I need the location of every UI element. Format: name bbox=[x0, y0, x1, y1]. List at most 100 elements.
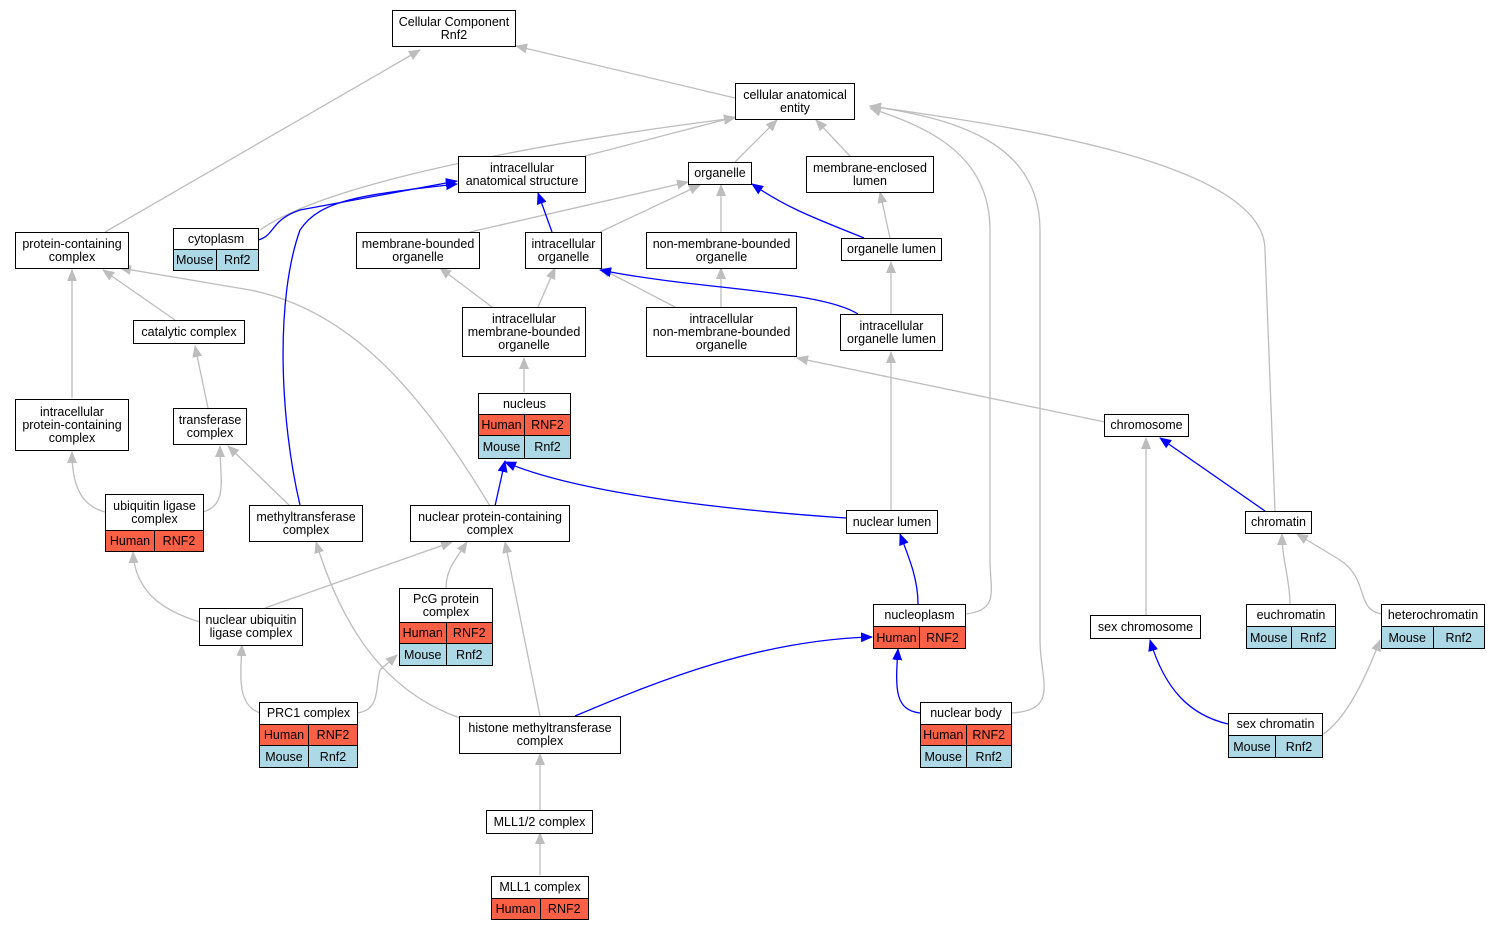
gene-row-sexchromatin-mouse: Mouse Rnf2 bbox=[1228, 735, 1323, 758]
edge-prc1-nulc bbox=[236, 644, 261, 714]
node-intracellular-organelle-lumen[interactable]: intracellular organelle lumen bbox=[840, 314, 943, 351]
gene-symbol: RNF2 bbox=[524, 415, 570, 435]
gene-row-nucleus-human: Human RNF2 bbox=[478, 414, 571, 436]
edge-mtc-transferase bbox=[227, 445, 291, 507]
node-protein-containing-complex[interactable]: protein-containing complex bbox=[15, 232, 129, 269]
node-intracellular-membrane-bounded-organelle[interactable]: intracellular membrane-bounded organelle bbox=[462, 307, 586, 357]
node-chromatin[interactable]: chromatin bbox=[1245, 511, 1312, 534]
edge-nulc-ulc bbox=[128, 551, 201, 623]
node-pcg-protein-complex[interactable]: PcG protein complex bbox=[399, 588, 493, 623]
node-mll1-complex[interactable]: MLL1 complex bbox=[491, 876, 589, 899]
node-catalytic-complex[interactable]: catalytic complex bbox=[133, 320, 245, 344]
edge-npcc-pcc bbox=[119, 264, 491, 507]
node-organelle-lumen[interactable]: organelle lumen bbox=[841, 238, 942, 261]
species-label: Human bbox=[874, 627, 919, 648]
species-label: Human bbox=[921, 725, 966, 745]
node-prc1-complex[interactable]: PRC1 complex bbox=[259, 702, 358, 725]
edge-ol-organelle bbox=[751, 183, 865, 239]
gene-symbol: RNF2 bbox=[445, 623, 492, 643]
gene-symbol: Rnf2 bbox=[445, 644, 492, 665]
node-mll12-complex[interactable]: MLL1/2 complex bbox=[486, 810, 593, 834]
edge-nbody-nucleoplasm bbox=[892, 648, 921, 714]
node-membrane-bounded-organelle[interactable]: membrane-bounded organelle bbox=[356, 232, 480, 269]
node-intracellular-anatomical-structure[interactable]: intracellular anatomical structure bbox=[458, 156, 586, 193]
node-cellular-component-root[interactable]: Cellular Component Rnf2 bbox=[392, 10, 516, 47]
gene-symbol: RNF2 bbox=[539, 899, 588, 919]
node-histone-methyltransferase-complex[interactable]: histone methyltransferase complex bbox=[459, 716, 621, 754]
node-transferase-complex[interactable]: transferase complex bbox=[173, 408, 247, 445]
node-organelle[interactable]: organelle bbox=[688, 162, 752, 185]
gene-row-cytoplasm-mouse: Mouse Rnf2 bbox=[173, 249, 259, 271]
node-nuclear-protein-containing-complex[interactable]: nuclear protein-containing complex bbox=[410, 505, 570, 542]
edge-nbody-cae bbox=[869, 102, 1045, 714]
node-nucleoplasm[interactable]: nucleoplasm bbox=[873, 604, 966, 627]
edge-chromosome-inmbo bbox=[796, 355, 1106, 423]
species-label: Mouse bbox=[1382, 627, 1433, 648]
edge-mbo-organelle bbox=[469, 179, 689, 233]
edge-mtc-ias bbox=[282, 180, 458, 506]
gene-symbol: Rnf2 bbox=[1290, 627, 1335, 648]
gene-row-pcg-human: Human RNF2 bbox=[399, 622, 493, 644]
species-label: Mouse bbox=[921, 746, 966, 767]
node-euchromatin[interactable]: euchromatin bbox=[1246, 604, 1336, 627]
edge-ol-mel bbox=[877, 191, 891, 239]
edge-imbo-io bbox=[537, 267, 556, 308]
gene-row-ulc-human: Human RNF2 bbox=[105, 530, 204, 552]
gene-row-prc1-human: Human RNF2 bbox=[259, 724, 358, 746]
edge-transferase-catalytic bbox=[192, 345, 209, 409]
node-sex-chromatin[interactable]: sex chromatin bbox=[1228, 713, 1323, 736]
edge-npcc-nucleus bbox=[494, 460, 508, 507]
species-label: Human bbox=[400, 623, 446, 643]
node-intracellular-organelle[interactable]: intracellular organelle bbox=[525, 232, 602, 269]
node-nuclear-body[interactable]: nuclear body bbox=[920, 702, 1012, 725]
node-membrane-enclosed-lumen[interactable]: membrane-enclosed lumen bbox=[806, 156, 934, 193]
edge-imbo-mbo bbox=[439, 267, 493, 308]
edge-io-organelle bbox=[599, 184, 701, 233]
node-methyltransferase-complex[interactable]: methyltransferase complex bbox=[249, 505, 363, 542]
species-label: Human bbox=[479, 415, 524, 435]
edge-sexchromatin-sexchr bbox=[1148, 639, 1229, 725]
edge-nulc-npcc bbox=[264, 540, 453, 609]
edge-hmtc-nucleoplasm bbox=[574, 632, 873, 717]
node-cellular-anatomical-entity[interactable]: cellular anatomical entity bbox=[735, 83, 855, 120]
gene-symbol: RNF2 bbox=[919, 627, 965, 648]
gene-row-euchromatin-mouse: Mouse Rnf2 bbox=[1246, 626, 1336, 649]
species-label: Human bbox=[106, 531, 154, 551]
gene-symbol: Rnf2 bbox=[1432, 627, 1484, 648]
node-nuclear-ubiquitin-ligase-complex[interactable]: nuclear ubiquitin ligase complex bbox=[199, 608, 303, 646]
edge-chromatin-chromosome bbox=[1159, 437, 1266, 512]
species-label: Mouse bbox=[260, 746, 308, 767]
edge-organelle-cae bbox=[734, 119, 778, 163]
edge-prc1-pcg bbox=[356, 654, 398, 714]
edge-chromatin-cae bbox=[869, 102, 1276, 512]
node-intracellular-non-membrane-bounded-organelle[interactable]: intracellular non-membrane-bounded organ… bbox=[646, 307, 797, 357]
node-nucleus[interactable]: nucleus bbox=[478, 393, 571, 415]
edge-hmtc-mtc bbox=[314, 541, 461, 719]
edge-nlumen-nucleus bbox=[504, 461, 847, 519]
edge-catalytic-pcc bbox=[102, 269, 176, 321]
species-label: Human bbox=[492, 899, 540, 919]
species-label: Mouse bbox=[174, 250, 216, 270]
species-label: Mouse bbox=[1247, 627, 1291, 648]
gene-symbol: Rnf2 bbox=[308, 746, 357, 767]
node-heterochromatin[interactable]: heterochromatin bbox=[1381, 604, 1485, 627]
node-ubiquitin-ligase-complex[interactable]: ubiquitin ligase complex bbox=[105, 494, 204, 531]
edge-cytoplasm-ias bbox=[257, 178, 458, 241]
edge-mel-cae bbox=[815, 119, 851, 157]
gene-row-nbody-human: Human RNF2 bbox=[920, 724, 1012, 746]
species-label: Mouse bbox=[479, 436, 524, 458]
species-label: Human bbox=[260, 725, 308, 745]
species-label: Mouse bbox=[1229, 736, 1275, 757]
node-non-membrane-bounded-organelle[interactable]: non-membrane-bounded organelle bbox=[646, 232, 797, 269]
node-sex-chromosome[interactable]: sex chromosome bbox=[1090, 615, 1201, 639]
gene-symbol: RNF2 bbox=[154, 531, 203, 551]
node-nuclear-lumen[interactable]: nuclear lumen bbox=[846, 510, 938, 534]
edge-pcg-npcc bbox=[445, 541, 468, 589]
node-intracellular-protein-containing-complex[interactable]: intracellular protein-containing complex bbox=[15, 399, 129, 451]
edge-nucleoplasm-cae bbox=[869, 106, 992, 615]
node-cytoplasm[interactable]: cytoplasm bbox=[173, 228, 259, 250]
edge-io-ias bbox=[537, 192, 553, 233]
gene-symbol: Rnf2 bbox=[965, 746, 1011, 767]
node-chromosome[interactable]: chromosome bbox=[1104, 414, 1189, 437]
